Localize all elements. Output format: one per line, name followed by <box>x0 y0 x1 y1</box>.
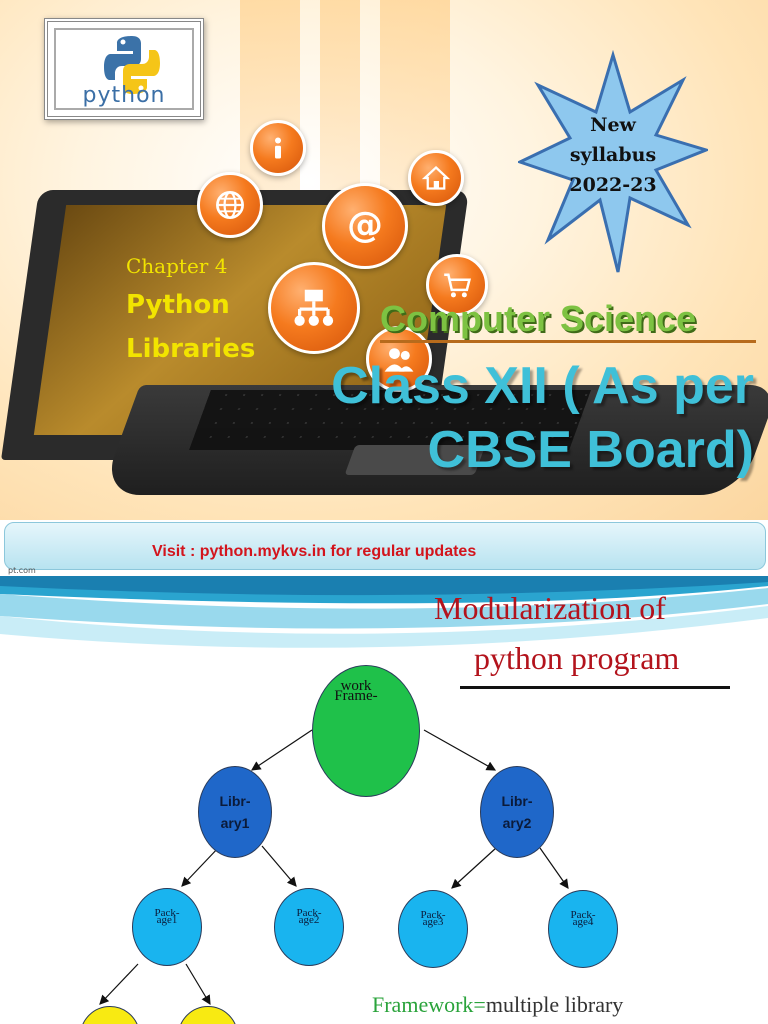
package4-label-line1: Pack- <box>570 909 596 921</box>
class-title-line1: Class XII ( As per <box>331 357 754 415</box>
users-icon <box>366 326 432 392</box>
starburst-shape <box>516 49 711 273</box>
library1-label-line1: Libr- <box>219 793 251 809</box>
definition-equals: = <box>473 992 486 1017</box>
framework-label-line2: work <box>340 678 372 694</box>
slide-title-line1: Modularization of <box>434 590 666 626</box>
home-icon <box>408 150 464 206</box>
subject-title-line2: Libraries <box>126 334 256 364</box>
badge-line-new: New <box>590 114 636 136</box>
package2-label-line1: Pack- <box>296 907 322 919</box>
chapter-label: Chapter 4 <box>126 254 228 278</box>
library2-label-line2: ary2 <box>502 815 532 831</box>
framework-definition: Framework=multiple library <box>372 992 623 1018</box>
org-chart-icon <box>268 262 360 354</box>
footer-visit-text: Visit : python.mykvs.in for regular upda… <box>152 543 477 560</box>
course-underline <box>380 340 756 343</box>
python-logo: python <box>44 18 204 120</box>
slide-title-line2: python program <box>474 640 680 676</box>
definition-term: Framework <box>372 992 474 1017</box>
at-icon: @ <box>322 183 408 269</box>
package4-node: Pack- age4 <box>548 890 618 968</box>
cart-icon <box>426 254 488 316</box>
course-title: Computer Science <box>380 298 697 339</box>
footer-banner <box>4 522 766 570</box>
library1-node: Libr- ary1 <box>198 766 272 858</box>
svg-text:@: @ <box>347 205 383 246</box>
library2-node: Libr- ary2 <box>480 766 554 858</box>
python-snake-icon <box>104 36 160 94</box>
library2-label-line1: Libr- <box>501 793 533 809</box>
info-icon <box>250 120 306 176</box>
definition-text: multiple library <box>485 992 624 1017</box>
class-title-line2: CBSE Board) <box>427 421 754 479</box>
package3-node: Pack- age3 <box>398 890 468 968</box>
package1-node: Pack- age1 <box>132 888 202 966</box>
badge-line-syllabus: syllabus <box>569 144 657 166</box>
class-title: Class XII ( As per CBSE Board) <box>234 354 754 482</box>
cover-slide: @ python New syllabus 2022-23 <box>0 0 768 520</box>
package3-label-line1: Pack- <box>420 909 446 921</box>
framework-label-line1: Frame- <box>334 688 378 704</box>
package4-label-line2: age4 <box>572 916 594 928</box>
new-syllabus-badge: New syllabus 2022-23 <box>516 49 711 275</box>
python-logo-word: python <box>82 83 166 108</box>
slide-title-underline <box>460 686 730 689</box>
library1-label-line2: ary1 <box>220 815 250 831</box>
package1-label-line2: age1 <box>156 914 178 926</box>
watermark-text: pt.com <box>8 566 36 575</box>
package2-node: Pack- age2 <box>274 888 344 966</box>
package3-label-line2: age3 <box>422 916 444 928</box>
framework-node: Frame- work <box>312 665 420 797</box>
hierarchy-connectors <box>99 729 569 1006</box>
package2-label-line2: age2 <box>298 914 320 926</box>
content-slide-header <box>0 576 768 656</box>
subject-title-line1: Python <box>126 290 230 320</box>
badge-line-year: 2022-23 <box>569 174 657 196</box>
wave-decoration <box>0 576 768 648</box>
globe-icon <box>197 172 263 238</box>
package1-label-line1: Pack- <box>154 907 180 919</box>
